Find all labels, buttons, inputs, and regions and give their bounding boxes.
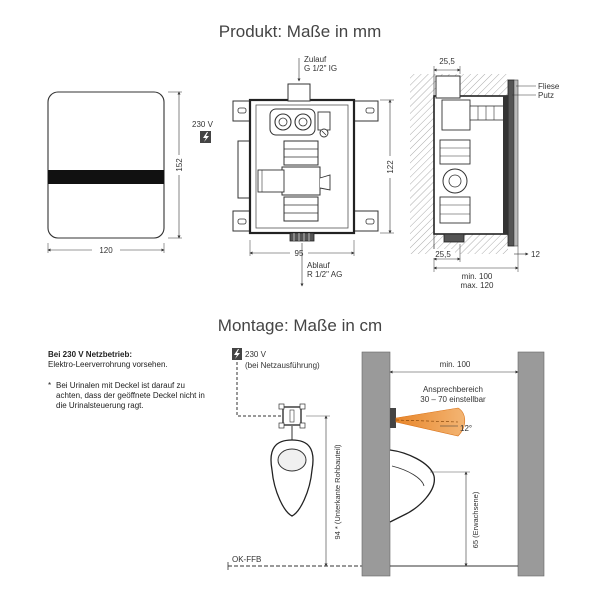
wall-right bbox=[517, 351, 545, 577]
side-view: 25,5 Fliese Putz 25,5 min. 100 max. 120 … bbox=[410, 57, 560, 290]
sensor-window bbox=[48, 170, 164, 184]
height-65-label: 65 (Erwachsene) bbox=[471, 491, 480, 548]
inlet-thread-label: G 1/2" IG bbox=[304, 64, 337, 73]
note-title: Bei 230 V Netzbetrieb: bbox=[48, 350, 133, 359]
fliese-label: Fliese bbox=[538, 82, 560, 91]
montage-voltage-note: (bei Netzausführung) bbox=[245, 361, 320, 370]
outlet-thread bbox=[289, 232, 315, 242]
front-height-label: 152 bbox=[175, 158, 184, 172]
depth-max-label: max. 120 bbox=[461, 281, 494, 290]
note-star-text: Bei Urinalen mit Deckel ist darauf zu ac… bbox=[56, 381, 205, 410]
outlet-thread-label: R 1/2" AG bbox=[307, 270, 342, 279]
wall-left bbox=[361, 351, 391, 577]
front-width-label: 120 bbox=[99, 246, 113, 255]
putz-label: Putz bbox=[538, 91, 554, 100]
montage-left: 230 V (bei Netzausführung) 94 * (Unterka… bbox=[227, 348, 362, 570]
product-voltage-label: 230 V bbox=[192, 120, 214, 129]
depth-min-label: min. 100 bbox=[462, 272, 493, 281]
montage-right: min. 100 12° Ansprechbereich 30 – 70 ein… bbox=[361, 351, 545, 577]
ok-ffb-label: OK-FFB bbox=[232, 555, 261, 564]
angle-label: 12° bbox=[460, 424, 472, 433]
box-view: Zulauf G 1/2" IG 230 V 95 122 Ablauf R 1… bbox=[192, 55, 396, 287]
min-100-label: min. 100 bbox=[440, 360, 471, 369]
note-star: * bbox=[48, 381, 52, 390]
outlet-label: Ablauf bbox=[307, 261, 330, 270]
inlet-pipe bbox=[287, 83, 311, 102]
product-title: Produkt: Maße in mm bbox=[219, 22, 382, 41]
front-cover bbox=[47, 91, 165, 239]
note-star-row: * Bei Urinalen mit Deckel ist darauf zu … bbox=[48, 381, 208, 411]
urinal-side bbox=[389, 449, 435, 523]
sensor-range-label-2: 30 – 70 einstellbar bbox=[420, 395, 486, 404]
inlet-label: Zulauf bbox=[304, 55, 327, 64]
sensor-range-label-1: Ansprechbereich bbox=[423, 385, 483, 394]
height-94-label: 94 * (Unterkante Rohbauteil) bbox=[333, 444, 342, 540]
side-12-label: 12 bbox=[531, 250, 540, 259]
note-text: Elektro-Leerverrohrung vorsehen. bbox=[48, 360, 168, 369]
side-bottom-label: 25,5 bbox=[435, 250, 451, 259]
sensor bbox=[390, 408, 396, 428]
installation-note: Bei 230 V Netzbetrieb: Elektro-Leerverro… bbox=[48, 350, 208, 411]
montage-voltage-label: 230 V bbox=[245, 350, 267, 359]
front-view: 120 152 bbox=[47, 91, 185, 255]
montage-title: Montage: Maße in cm bbox=[218, 316, 382, 335]
side-top-label: 25,5 bbox=[439, 57, 455, 66]
box-width-label: 95 bbox=[295, 249, 304, 258]
sensor-beam bbox=[395, 407, 466, 437]
box-height-label: 122 bbox=[386, 160, 395, 174]
